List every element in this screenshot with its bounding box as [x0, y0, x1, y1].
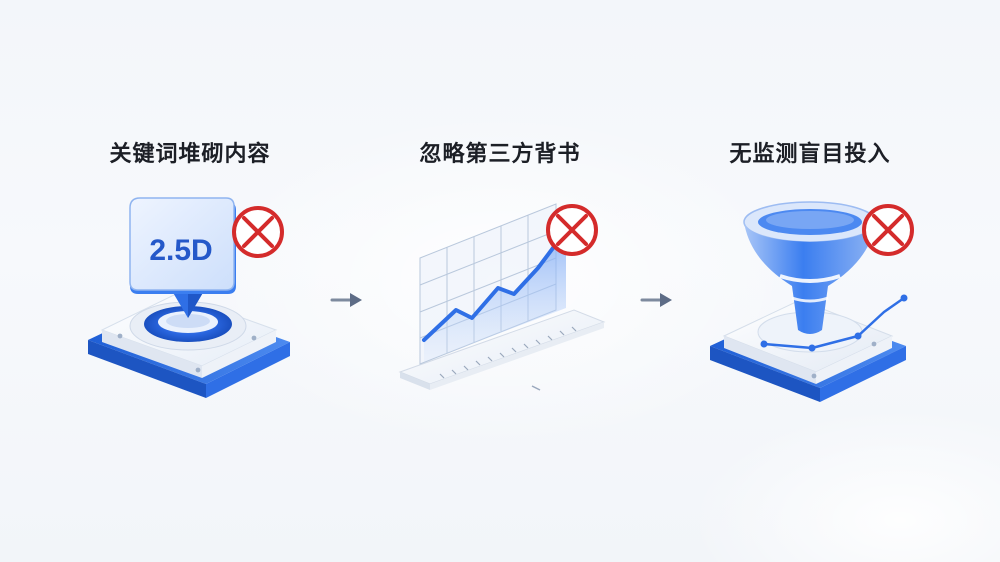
badge-card: 2.5D [129, 197, 236, 294]
keyword-stuffing-illustration: 2.5D [88, 197, 290, 398]
step-no-monitoring: 无监测盲目投入 [670, 0, 950, 562]
step-keyword-stuffing: 关键词堆砌内容 [50, 0, 330, 562]
flow-arrow-icon [640, 293, 672, 307]
step-ignore-third-party: 忽略第三方背书 [360, 0, 640, 562]
trend-line [760, 294, 908, 352]
funnel-illustration [710, 201, 914, 402]
step-title: 关键词堆砌内容 [109, 142, 271, 167]
step-title: 忽略第三方背书 [419, 142, 581, 167]
chart-illustration [398, 203, 606, 391]
trend-line [422, 228, 568, 362]
funnel-icon [743, 201, 877, 334]
prohibited-icon [546, 204, 598, 256]
flow-arrow-icon [330, 293, 362, 307]
chart-base-tray [398, 309, 606, 391]
prohibited-icon [862, 204, 914, 256]
badge-label: 2.5D [149, 234, 212, 267]
step-title: 无监测盲目投入 [729, 142, 891, 167]
prohibited-icon [232, 206, 284, 258]
